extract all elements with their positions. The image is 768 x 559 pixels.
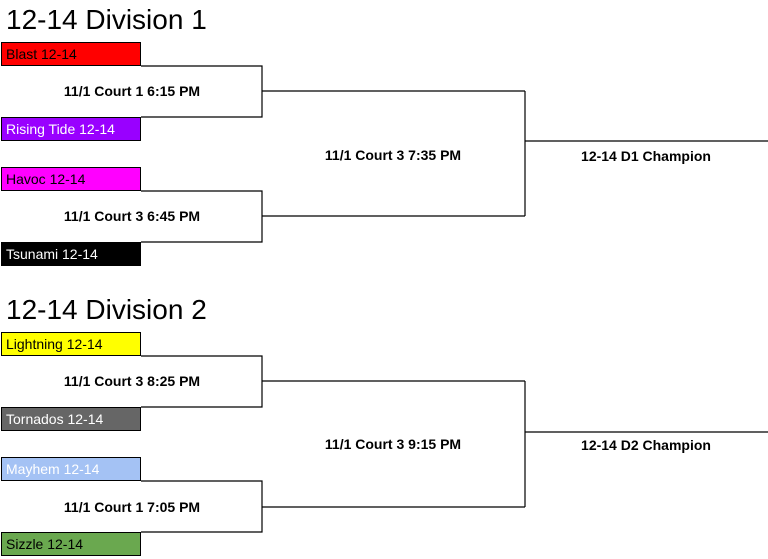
- d2-team-3: Mayhem 12-14: [1, 457, 141, 481]
- d1-team-2: Rising Tide 12-14: [1, 117, 141, 141]
- d2-final-label: 11/1 Court 3 9:15 PM: [324, 436, 462, 452]
- d1-team-1: Blast 12-14: [1, 42, 141, 66]
- d2-champion-label: 12-14 D2 Champion: [581, 437, 711, 453]
- division-1-title: 12-14 Division 1: [6, 4, 207, 35]
- d1-game-1-label: 11/1 Court 1 6:15 PM: [63, 83, 201, 99]
- d1-game-2-label: 11/1 Court 3 6:45 PM: [63, 208, 201, 224]
- d2-game-1-label: 11/1 Court 3 8:25 PM: [63, 373, 201, 389]
- d2-team-4: Sizzle 12-14: [1, 532, 141, 556]
- d1-champion-label: 12-14 D1 Champion: [581, 148, 711, 164]
- division-2-title: 12-14 Division 2: [6, 294, 207, 325]
- d1-final-label: 11/1 Court 3 7:35 PM: [324, 147, 462, 163]
- d2-game-2-label: 11/1 Court 1 7:05 PM: [63, 499, 201, 515]
- d1-team-4: Tsunami 12-14: [1, 242, 141, 266]
- d2-team-2: Tornados 12-14: [1, 407, 141, 431]
- d2-team-1: Lightning 12-14: [1, 332, 141, 356]
- d1-team-3: Havoc 12-14: [1, 167, 141, 191]
